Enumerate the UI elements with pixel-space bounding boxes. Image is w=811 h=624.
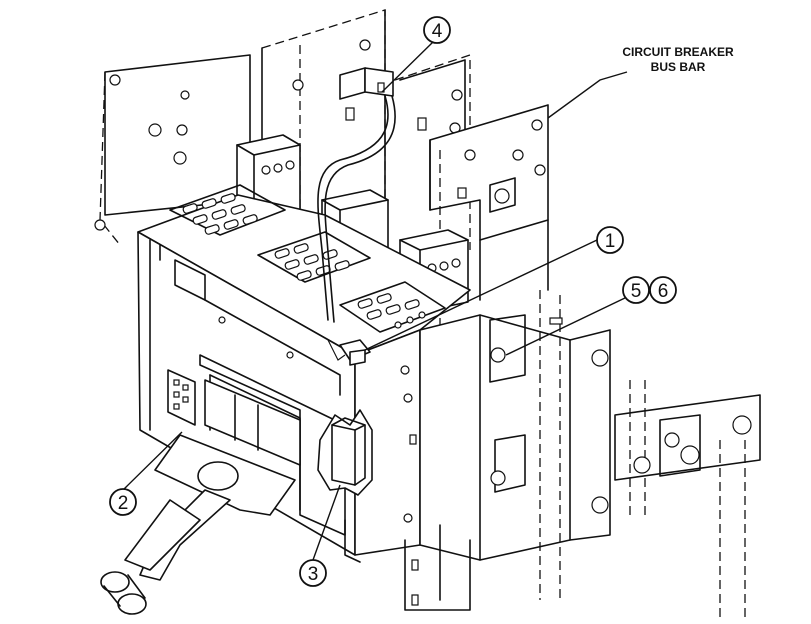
rear-bus-bars — [261, 9, 471, 286]
callout-5-text: 5 — [631, 281, 642, 302]
rotary-knob — [317, 409, 373, 496]
callout-6: 6 — [649, 276, 677, 304]
connector-top — [339, 67, 394, 100]
top-vents — [169, 184, 446, 333]
leader-lines — [122, 41, 628, 561]
callout-3-text: 3 — [308, 564, 319, 585]
callout-5: 5 — [622, 276, 650, 304]
callout-3: 3 — [299, 559, 327, 587]
callout-4: 4 — [423, 16, 451, 44]
bus-bar-label-line2: BUS BAR — [651, 60, 706, 74]
callout-4-text: 4 — [432, 21, 443, 42]
front-bus-bar — [429, 104, 549, 330]
bus-bar-label: CIRCUIT BREAKER BUS BAR — [622, 45, 734, 74]
side-bracket — [344, 290, 611, 611]
callout-1-text: 1 — [605, 231, 616, 252]
breaker-body — [137, 184, 471, 556]
callout-2: 2 — [109, 488, 137, 516]
callout-6-text: 6 — [658, 281, 669, 302]
breaker-handle — [100, 379, 301, 615]
bus-bar-label-line1: CIRCUIT BREAKER — [622, 45, 734, 59]
wire-harness — [317, 95, 396, 323]
callout-2-text: 2 — [118, 493, 129, 514]
auxiliary-switch — [327, 339, 371, 366]
callout-1: 1 — [596, 226, 624, 254]
side-terminal-bar — [614, 380, 761, 620]
